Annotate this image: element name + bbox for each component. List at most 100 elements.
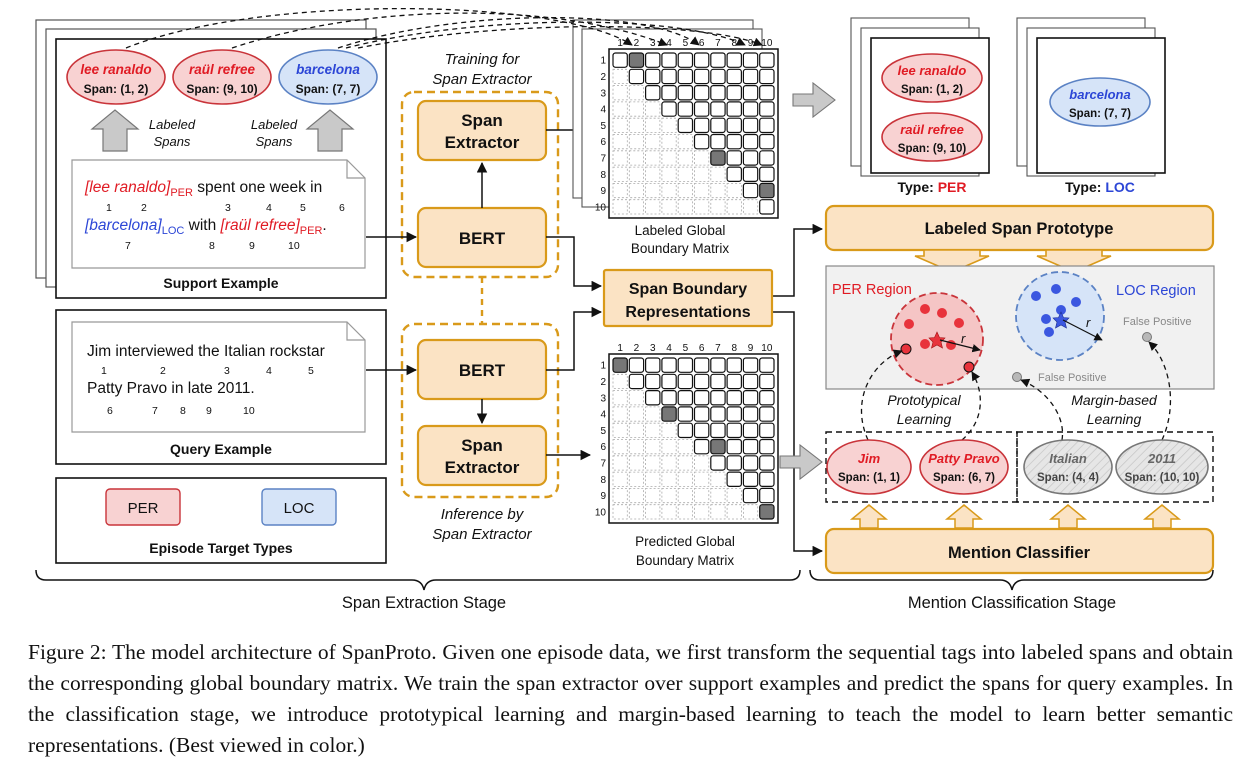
matrix-cell [759, 357, 775, 373]
matrix-cell [759, 422, 775, 439]
matrix-cell-masked [661, 422, 677, 438]
support-example-title: Support Example [163, 275, 278, 291]
svg-text:Patty Pravo: Patty Pravo [928, 451, 1000, 466]
matrix-cell [726, 390, 742, 406]
matrix-cell [742, 52, 759, 68]
false-positive-point [1012, 372, 1022, 382]
svg-text:4: 4 [266, 365, 272, 377]
matrix-cell-span [612, 357, 628, 373]
up-arrows-orange [849, 504, 1182, 529]
matrix-cell [759, 166, 775, 183]
svg-text:Span: (4, 4): Span: (4, 4) [1037, 472, 1099, 484]
matrix-cell-masked [612, 455, 628, 471]
support-span-name: barcelona [296, 62, 360, 77]
matrix-cell-masked [694, 471, 710, 487]
matrix-cell [759, 101, 775, 117]
matrix-cell [693, 52, 710, 68]
span-boundary-representations: Span Boundary Representations [602, 268, 774, 328]
matrix-cell [726, 406, 742, 422]
matrix-cell-masked [677, 182, 693, 199]
matrix-cell-masked [677, 199, 693, 215]
svg-text:5: 5 [308, 365, 314, 377]
matrix-cell [644, 373, 661, 390]
matrix-cell [726, 455, 742, 471]
episode-type-label: PER [128, 500, 159, 517]
svg-text:Span: Span [461, 436, 503, 455]
matrix-cell [726, 471, 742, 488]
matrix-cell-masked [612, 439, 628, 455]
svg-text:Italian: Italian [1049, 451, 1087, 466]
matrix-cell [759, 438, 775, 455]
matrix-cell [677, 52, 694, 68]
matrix-cell [759, 68, 775, 85]
matrix-cell-masked [694, 504, 710, 520]
svg-text:Span: (7, 7): Span: (7, 7) [1069, 108, 1131, 120]
matrix-cell-span [710, 438, 726, 455]
mention-ellipse: 2011 Span: (10, 10) [1115, 439, 1209, 495]
matrix-cell [726, 422, 742, 439]
matrix-cell [710, 117, 726, 134]
predicted-matrix-caption: Predicted Global [635, 534, 735, 549]
matrix-col-label: 8 [731, 343, 737, 354]
training-group [400, 90, 560, 279]
loc-type-label: Type: LOC [1065, 179, 1135, 195]
matrix-cell [677, 422, 694, 439]
matrix-cell [677, 357, 694, 373]
support-span-ellipse: raül refree Span: (9, 10) [172, 49, 272, 105]
figure-caption: Figure 2: The model architecture of Span… [28, 640, 1233, 757]
prototype-star-icon [928, 331, 946, 349]
matrix-cell-masked [661, 166, 677, 182]
matrix-cell-masked [677, 150, 693, 166]
matrix-cell [742, 133, 759, 150]
matrix-cell-masked [694, 487, 710, 504]
support-span-ellipse: barcelona Span: (7, 7) [278, 49, 378, 105]
query-token-indices-2: 6 7 8 9 10 [107, 405, 255, 417]
matrix-col-label: 9 [748, 38, 754, 49]
flow-arrows [366, 124, 824, 557]
matrix-cell-masked [612, 373, 628, 389]
matrix-cell [710, 406, 726, 422]
svg-text:Span: (6, 7): Span: (6, 7) [933, 472, 995, 484]
matrix-cell-masked [628, 471, 644, 487]
matrix-col-label: 2 [634, 343, 640, 354]
matrix-cell [759, 390, 775, 406]
matrix-cell [759, 150, 775, 166]
per-prototype-item: lee ranaldo Span: (1, 2) [881, 53, 983, 103]
svg-text:barcelona: barcelona [1069, 87, 1130, 102]
matrix-cell-masked [726, 182, 742, 199]
matrix-cell-masked [628, 390, 644, 406]
matrix-cell-masked [612, 471, 628, 487]
per-type-label: Type: PER [898, 179, 967, 195]
matrix-cell [726, 84, 742, 101]
matrix-cell-masked [694, 182, 710, 199]
matrix-cell-masked [612, 182, 628, 199]
matrix-col-label: 7 [715, 343, 721, 354]
matrix-cell-masked [645, 422, 661, 438]
matrix-cell [677, 373, 694, 390]
matrix-cell [693, 422, 710, 439]
matrix-cell-masked [612, 487, 628, 504]
up-arrow-icon [90, 109, 140, 152]
matrix-cell-masked [694, 455, 710, 471]
per-region-label: PER Region [832, 282, 912, 298]
support-span-range: Span: (7, 7) [296, 82, 361, 96]
labeled-spans-label: Labeled [251, 117, 298, 132]
mention-classifier: Mention Classifier [824, 527, 1215, 575]
matrix-cell-masked [677, 504, 693, 520]
matrix-cell-masked [628, 406, 644, 422]
matrix-cell [661, 101, 677, 117]
matrix-cell [661, 373, 677, 390]
labeled-spans-label: Spans [154, 134, 191, 149]
up-arrow-icon [305, 109, 355, 152]
matrix-cell-masked [677, 439, 693, 455]
matrix-cell [726, 101, 742, 117]
matrix-cell-masked [645, 199, 661, 215]
matrix-col-label: 5 [683, 343, 689, 354]
matrix-row-label: 10 [595, 202, 607, 213]
matrix-cell [759, 52, 775, 68]
matrix-cell [693, 133, 710, 150]
matrix-cell [693, 101, 710, 117]
matrix-row-label: 8 [600, 475, 606, 486]
